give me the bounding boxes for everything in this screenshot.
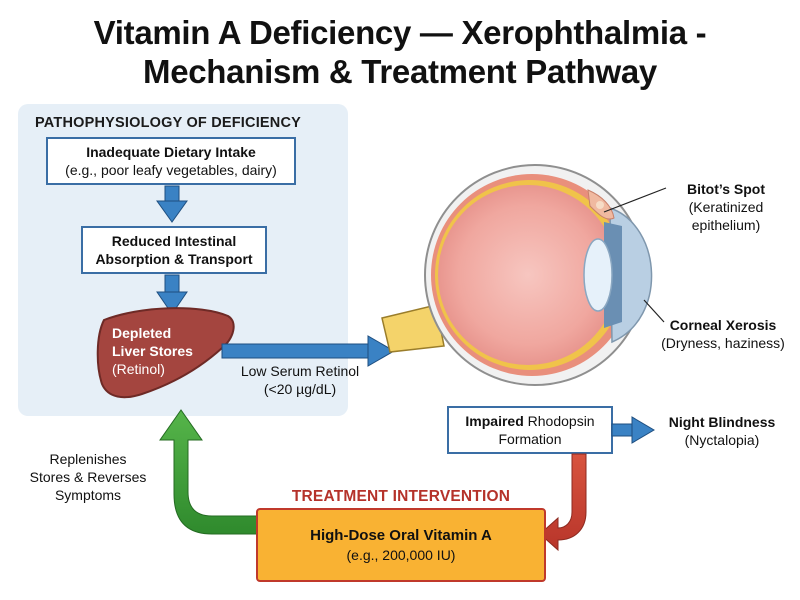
panel-heading: PATHOPHYSIOLOGY OF DEFICIENCY [35,115,302,131]
treatment-box: High-Dose Oral Vitamin A (e.g., 200,000 … [256,508,546,582]
rhodopsin-bold: Impaired [465,413,524,429]
arrow-down-icon [156,185,188,223]
page-title-line1: Vitamin A Deficiency — Xerophthalmia - [93,14,707,51]
step-dietary-intake: Inadequate Dietary Intake (e.g., poor le… [46,137,296,185]
liver-label: Depleted Liver Stores (Retinol) [112,324,193,378]
step-dietary-sub: (e.g., poor leafy vegetables, dairy) [65,162,277,178]
xerosis-title: Corneal Xerosis [669,317,777,333]
replenish-line3: Symptoms [54,487,122,503]
bitot-label: Bitot’s Spot (Keratinized epithelium) [666,180,786,234]
liver-label-line3: (Retinol) [112,361,165,377]
serum-line2: (<20 µg/dL) [263,381,337,397]
serum-retinol-label: Low Serum Retinol (<20 µg/dL) [226,362,374,398]
treatment-heading: TREATMENT INTERVENTION [291,488,511,505]
rhodopsin-rest: Rhodopsin [523,413,595,429]
night-sub: (Nyctalopia) [684,432,760,448]
serum-line1: Low Serum Retinol [240,363,360,379]
curved-arrow-icon [159,409,259,535]
step-absorption: Reduced Intestinal Absorption & Transpor… [81,226,267,274]
rhodopsin-label: Impaired Rhodopsin Formation [448,412,612,448]
replenish-line2: Stores & Reverses [29,469,147,485]
night-blindness-label: Night Blindness (Nyctalopia) [654,413,790,449]
step-dietary-title: Inadequate Dietary Intake [86,144,256,160]
step-absorption-line1: Reduced Intestinal [111,233,237,249]
treatment-sub: (e.g., 200,000 IU) [346,547,456,563]
liver-label-line2: Liver Stores [112,343,193,359]
bitot-title: Bitot’s Spot [686,181,766,197]
replenish-label: Replenishes Stores & Reverses Symptoms [22,450,154,504]
xerosis-label: Corneal Xerosis (Dryness, haziness) [650,316,796,352]
bitot-line2: epithelium) [691,217,761,233]
treatment-title: High-Dose Oral Vitamin A [310,527,492,544]
rhodopsin-box-frame [447,406,613,454]
rhodopsin-line2: Formation [498,431,562,447]
xerosis-leader-line [643,299,665,323]
xerosis-sub: (Dryness, haziness) [661,335,785,351]
bitot-line1: (Keratinized [688,199,764,215]
page-title-line2: Mechanism & Treatment Pathway [143,53,657,90]
night-title: Night Blindness [668,414,776,430]
bitot-leader-line [603,187,667,213]
eye-cross-section-icon [381,164,653,386]
step-absorption-line2: Absorption & Transport [95,251,253,267]
arrow-right-icon [221,335,396,367]
replenish-line1: Replenishes [49,451,127,467]
curved-arrow-icon [539,453,587,552]
arrow-right-icon [611,416,655,444]
arrow-down-icon [156,274,188,315]
liver-icon [96,307,235,399]
liver-label-line1: Depleted [112,325,172,341]
